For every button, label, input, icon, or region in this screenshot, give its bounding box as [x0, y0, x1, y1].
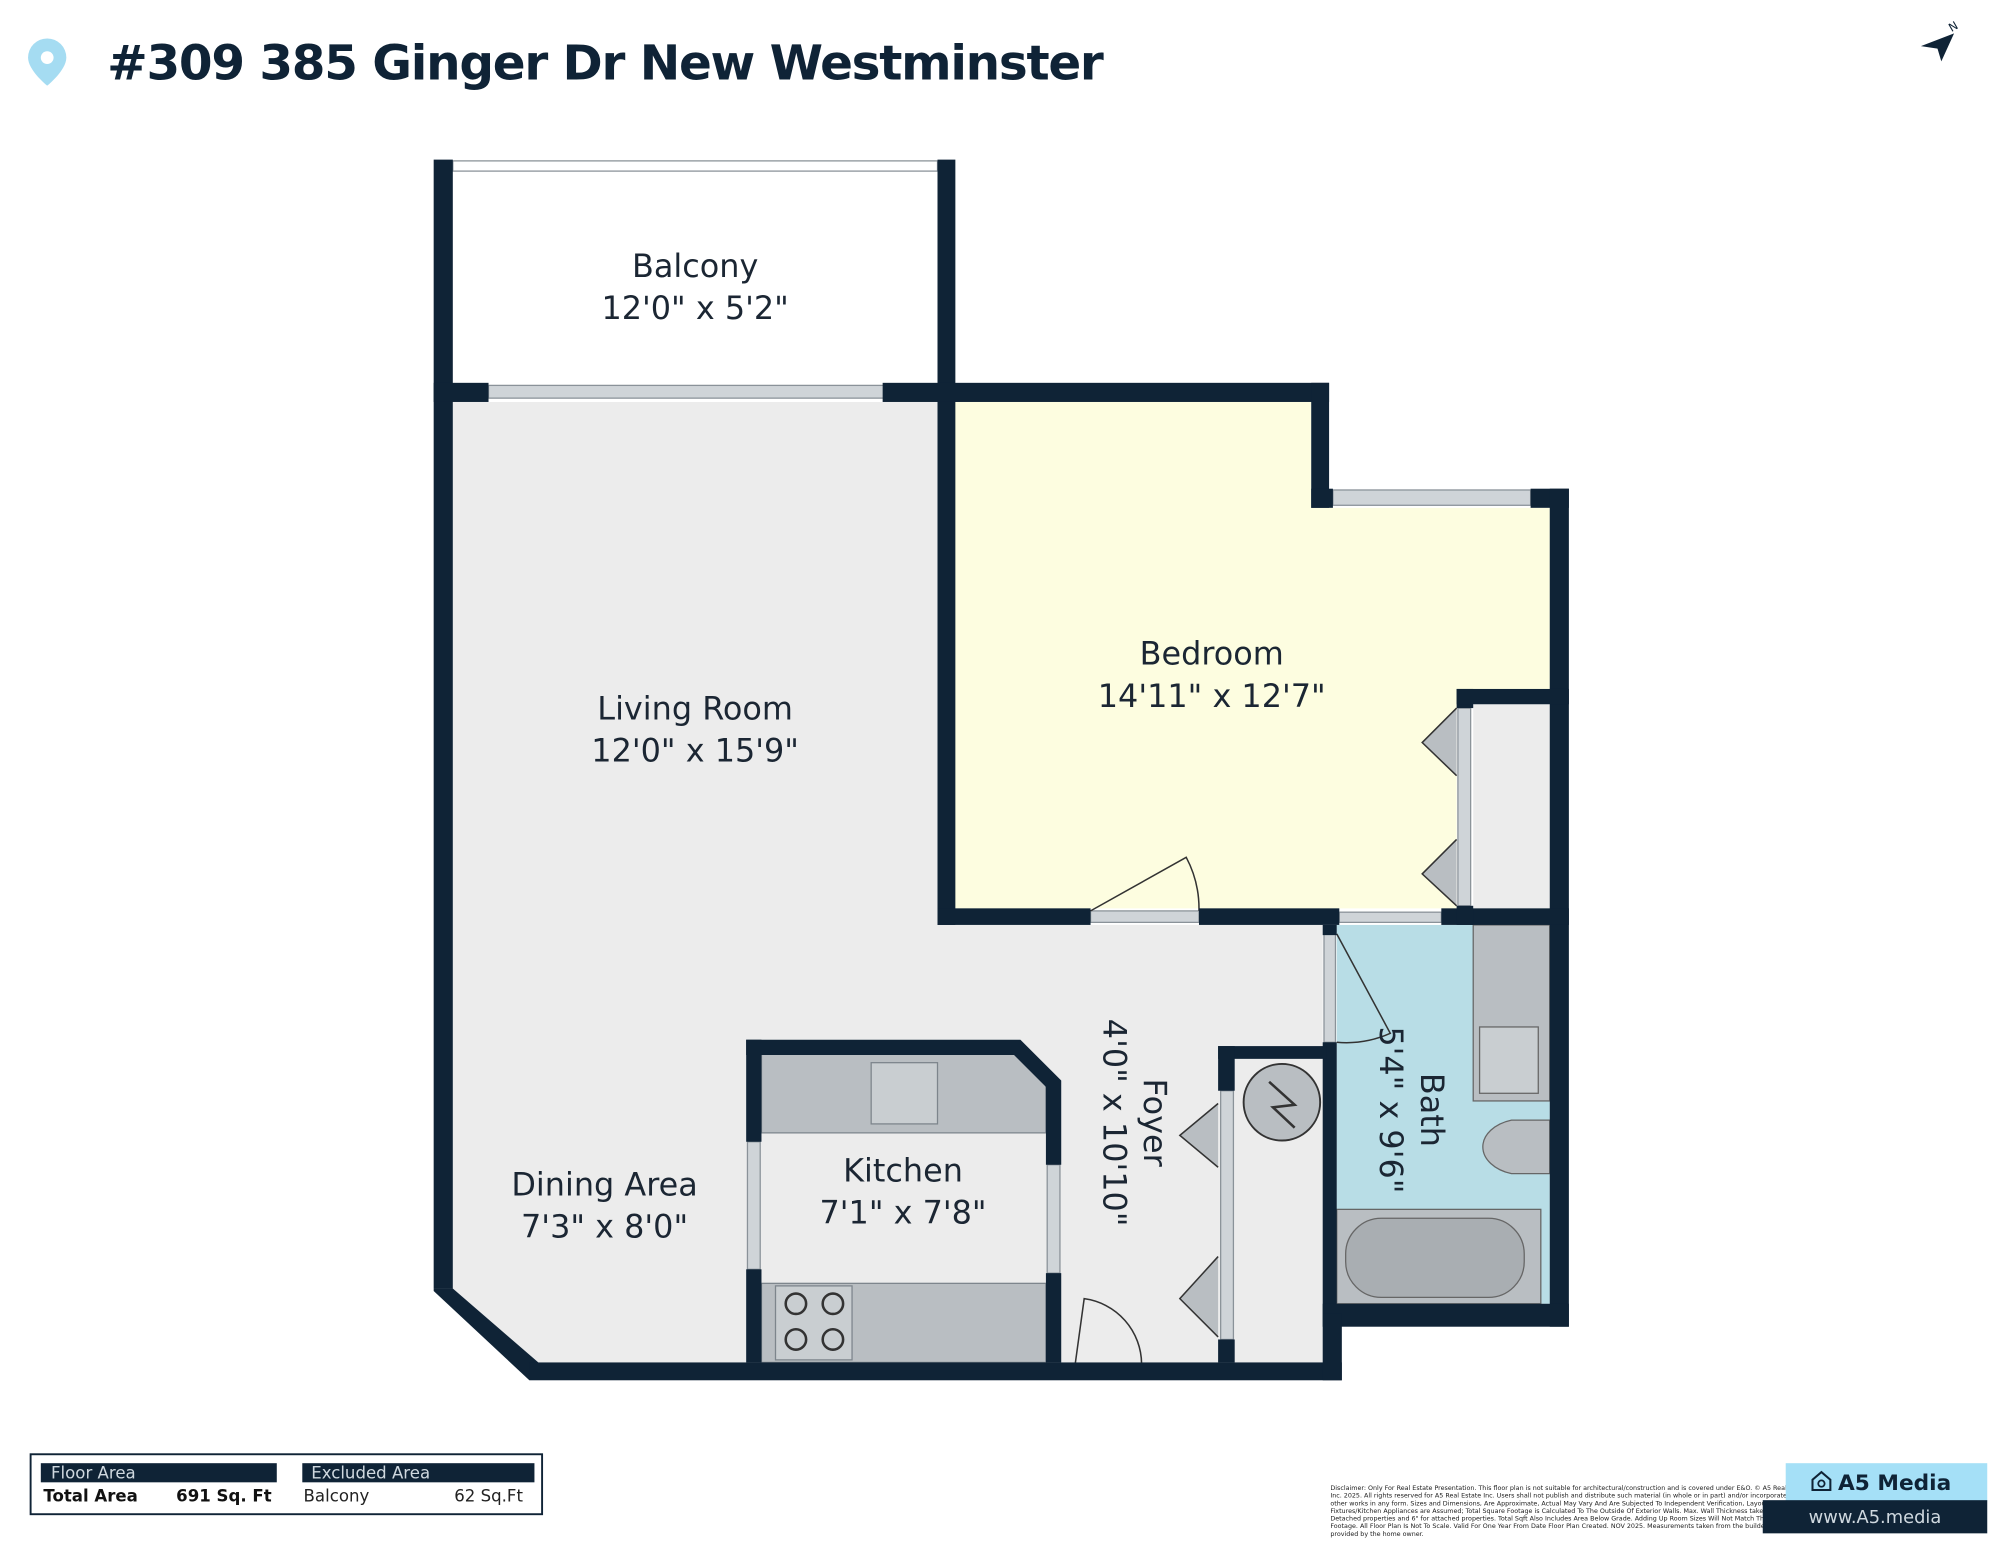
bedroom-area — [954, 401, 1550, 909]
room-name-bath: Bath — [1413, 1073, 1451, 1147]
floor-area-header: Floor Area — [51, 1463, 136, 1482]
disclaimer: Disclaimer: Only For Real Estate Present… — [1330, 1484, 1809, 1538]
total-area-value: 691 Sq. Ft — [176, 1486, 272, 1505]
room-name-foyer: Foyer — [1136, 1078, 1174, 1167]
kitchen-opening-right — [1046, 1164, 1061, 1274]
excluded-balcony-value: 62 Sq.Ft — [454, 1486, 523, 1505]
brand-url[interactable]: www.A5.media — [1809, 1507, 1942, 1528]
svg-text:Detached properties and 6" for: Detached properties and 6" for attached … — [1330, 1515, 1809, 1523]
room-size-bedroom: 14'11" x 12'7" — [1098, 677, 1326, 715]
room-name-kitchen: Kitchen — [843, 1151, 963, 1189]
room-name-bedroom: Bedroom — [1140, 635, 1284, 673]
total-area-label: Total Area — [43, 1486, 137, 1505]
map-pin-icon — [28, 38, 67, 86]
sliding-door — [487, 384, 885, 399]
room-size-balcony: 12'0" x 5'2" — [601, 289, 788, 327]
kitchen-opening-left — [746, 1141, 761, 1270]
area-legend: Floor Area Excluded Area Total Area 691 … — [29, 1453, 544, 1516]
closet-area — [1473, 704, 1550, 909]
svg-text:Fixtures/Kitchen Appliances ar: Fixtures/Kitchen Appliances are Assumed;… — [1330, 1507, 1791, 1515]
kitchen-fixtures — [760, 1051, 1047, 1364]
page-title: #309 385 Ginger Dr New Westminster — [107, 35, 1104, 91]
balcony-area — [452, 172, 938, 383]
svg-text:Inc. 2025. All rights reserved: Inc. 2025. All rights reserved for A5 Re… — [1330, 1492, 1801, 1500]
bath-fixtures — [1336, 924, 1551, 1305]
room-size-kitchen: 7'1" x 7'8" — [820, 1193, 987, 1231]
house-camera-icon — [1811, 1470, 1832, 1491]
room-size-dining: 7'3" x 8'0" — [521, 1207, 688, 1245]
svg-text:Disclaimer: Only For Real Esta: Disclaimer: Only For Real Estate Present… — [1330, 1484, 1809, 1492]
svg-text:other works in any form. Sizes: other works in any form. Sizes and Dimen… — [1330, 1499, 1809, 1507]
north-arrow-icon: N — [1920, 18, 1960, 62]
walls — [433, 159, 1569, 1381]
balcony-rail — [452, 160, 939, 172]
bedroom-closet-door — [1457, 707, 1472, 907]
svg-text:provided by the home owner.: provided by the home owner. — [1330, 1530, 1423, 1538]
door-swings — [1074, 707, 1458, 1364]
room-name-living: Living Room — [597, 690, 793, 728]
svg-text:N: N — [1946, 18, 1960, 34]
living-area — [452, 401, 1323, 1363]
room-size-foyer: 4'0" x 10'10" — [1095, 1019, 1133, 1227]
foyer-closet-door — [1220, 1090, 1235, 1341]
bedroom-door — [1089, 910, 1200, 924]
room-name-dining: Dining Area — [511, 1165, 697, 1203]
bath-swing-door — [1323, 933, 1337, 1043]
brand-name: A5 Media — [1838, 1471, 1951, 1496]
brand-logo: A5 Media www.A5.media — [1762, 1463, 1988, 1534]
room-size-bath: 5'4" x 9'6" — [1372, 1026, 1410, 1193]
excluded-area-header: Excluded Area — [311, 1463, 430, 1482]
room-name-balcony: Balcony — [632, 247, 758, 285]
water-heater-icon — [1242, 1062, 1322, 1142]
svg-text:Footage. All Floor Plan Is Not: Footage. All Floor Plan Is Not To Scale.… — [1330, 1522, 1786, 1530]
bedroom-window — [1332, 489, 1532, 506]
room-size-living: 12'0" x 15'9" — [591, 732, 799, 770]
excluded-balcony-label: Balcony — [304, 1486, 370, 1505]
bath-door — [1338, 911, 1442, 924]
